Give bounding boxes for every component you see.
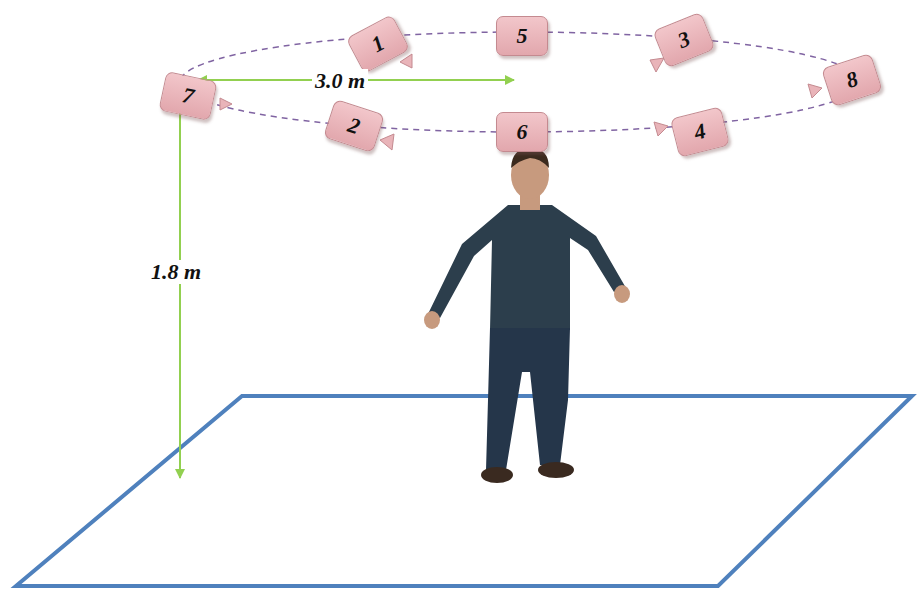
- height-dimension: [179, 98, 181, 478]
- camera-lenses: [220, 54, 822, 150]
- camera-number: 5: [517, 25, 528, 47]
- camera-number: 2: [345, 114, 362, 138]
- camera-number: 1: [368, 32, 388, 57]
- camera-number: 6: [517, 121, 528, 143]
- camera-box: 2: [323, 99, 385, 153]
- person-figure: [424, 148, 630, 483]
- camera-number: 4: [692, 120, 708, 144]
- camera-box: 8: [821, 53, 883, 107]
- camera-number: 3: [675, 28, 693, 53]
- camera-box: 4: [670, 106, 730, 157]
- camera-box: 6: [496, 112, 548, 152]
- camera-number: 8: [843, 68, 860, 92]
- floor-area: [16, 396, 912, 586]
- camera-box: 1: [346, 14, 411, 74]
- dimension-label: 3.0 m: [312, 69, 368, 93]
- dimension-label: 1.8 m: [148, 260, 204, 284]
- camera-box: 5: [496, 16, 548, 56]
- camera-number: 7: [180, 84, 195, 108]
- camera-box: 7: [158, 71, 217, 121]
